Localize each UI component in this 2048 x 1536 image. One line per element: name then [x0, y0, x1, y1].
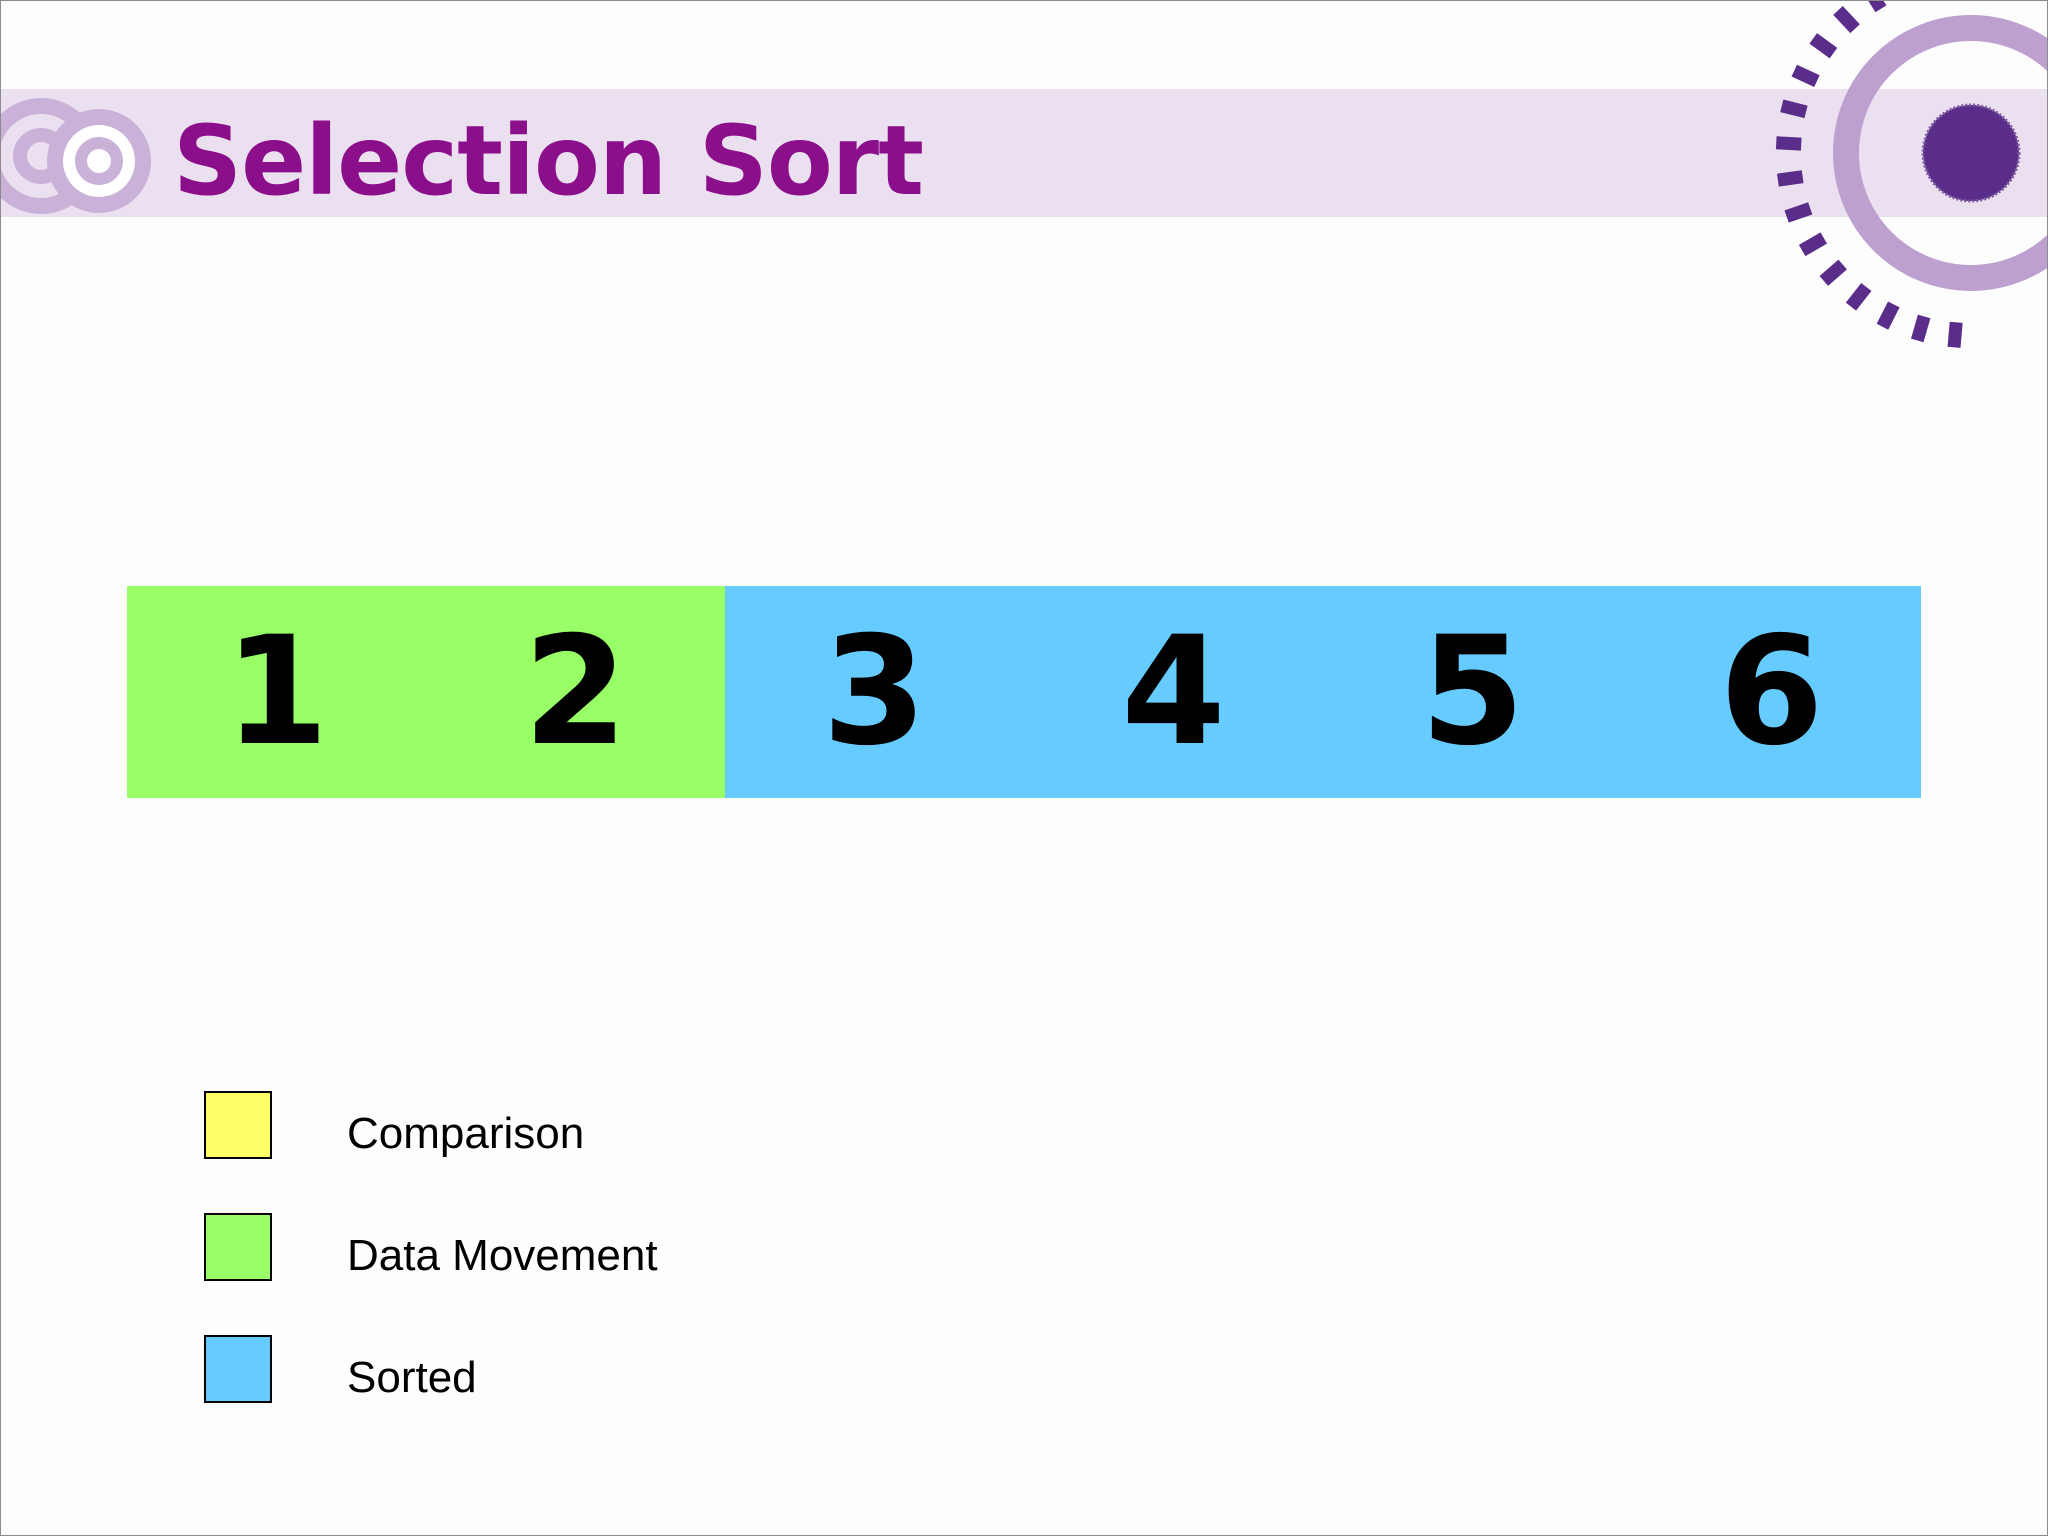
target-logo-icon — [1, 98, 151, 214]
array-cell: 1 — [127, 586, 426, 798]
legend-swatch — [204, 1213, 272, 1281]
sunburst-decoration-icon — [1775, 1, 2047, 348]
array-cell: 6 — [1622, 586, 1921, 798]
legend-label: Data Movement — [347, 1231, 658, 1280]
title-band — [1, 89, 2047, 217]
legend-label: Sorted — [347, 1353, 477, 1402]
array-cell: 4 — [1024, 586, 1323, 798]
array-cell: 2 — [426, 586, 725, 798]
array-cell: 3 — [725, 586, 1024, 798]
legend-swatch — [204, 1335, 272, 1403]
slide-title: Selection Sort — [173, 105, 924, 217]
legend-label: Comparison — [347, 1109, 585, 1158]
legend-swatch — [204, 1091, 272, 1159]
array-cell: 5 — [1323, 586, 1622, 798]
